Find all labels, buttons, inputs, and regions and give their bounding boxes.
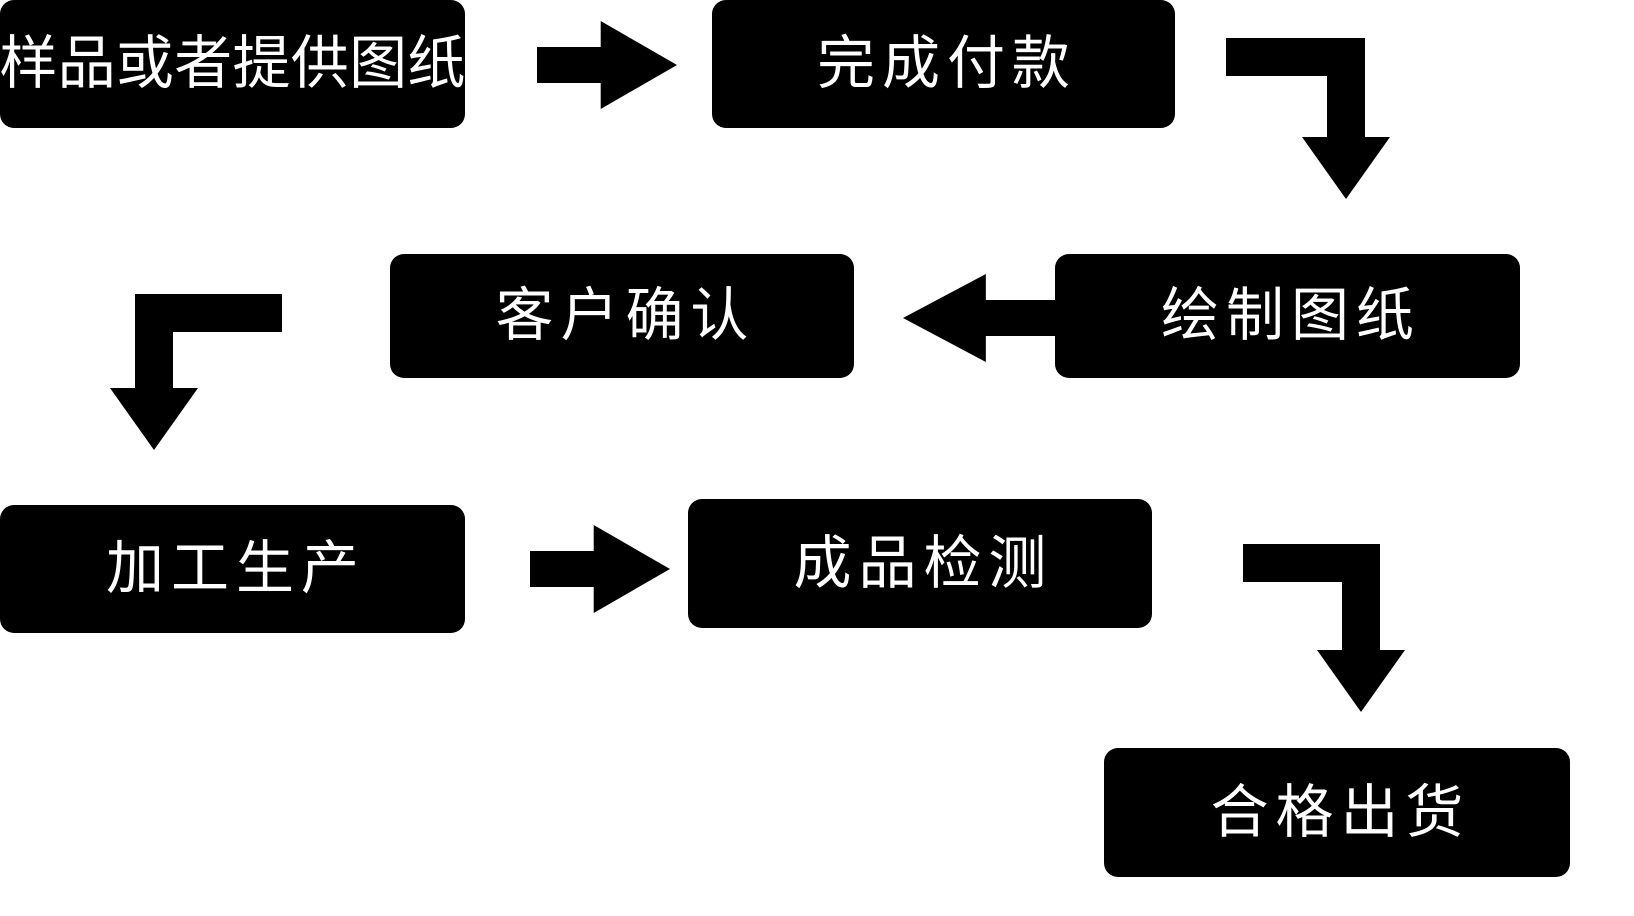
flow-node-customer-confirm[interactable]: 客户确认: [390, 254, 854, 378]
flow-node-label: 加工生产: [106, 536, 366, 601]
flow-node-draw-drawing[interactable]: 绘制图纸: [1055, 254, 1520, 378]
flow-node-qualified-shipment[interactable]: 合格出货: [1104, 748, 1570, 877]
arrow-inspection-to-shipment-icon: [1243, 544, 1405, 712]
flow-node-label: 完成付款: [817, 31, 1077, 96]
arrow-confirm-to-production-icon: [110, 294, 282, 450]
flow-node-label: 成品检测: [793, 530, 1054, 596]
flow-node-complete-payment[interactable]: 完成付款: [712, 0, 1175, 128]
flow-node-product-inspection[interactable]: 成品检测: [688, 499, 1152, 628]
flow-node-label: 绘制图纸: [1161, 283, 1421, 348]
arrow-payment-to-drawing-icon: [1226, 38, 1390, 199]
arrow-sample-to-payment-icon: [537, 21, 677, 109]
arrow-drawing-to-confirm-icon: [903, 274, 1055, 362]
arrow-production-to-inspection-icon: [530, 525, 670, 613]
flow-node-label: 合格出货: [1210, 779, 1471, 845]
flow-node-sample-or-drawing[interactable]: 样品或者提供图纸: [0, 0, 465, 128]
flow-node-label: 样品或者提供图纸: [0, 31, 466, 96]
flow-node-label: 客户确认: [495, 283, 756, 348]
flow-node-production[interactable]: 加工生产: [0, 505, 465, 633]
